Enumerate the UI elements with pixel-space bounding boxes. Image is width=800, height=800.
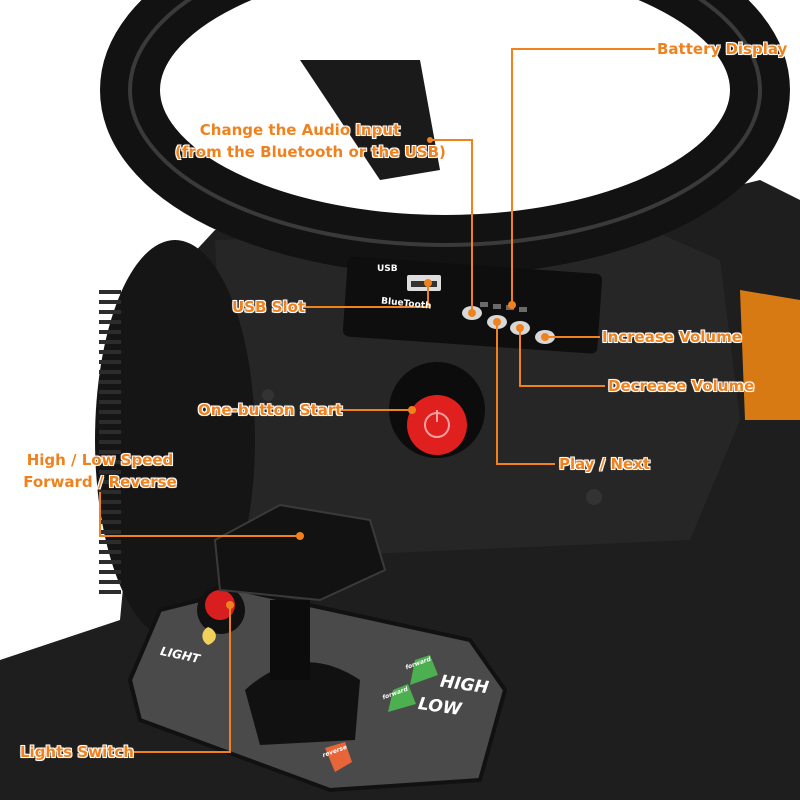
forward-high-arrow — [410, 655, 438, 685]
usb-label: USB — [377, 264, 398, 274]
callout-increase-volume: Increase Volume — [602, 328, 742, 346]
callout-audio-input: Change the Audio Input (from the Bluetoo… — [175, 119, 446, 163]
callout-speed-line2: Forward / Reverse — [23, 473, 177, 491]
shift-lever[interactable] — [213, 503, 387, 602]
callout-lights-switch: Lights Switch — [20, 743, 134, 761]
steering-wheel — [100, 0, 790, 275]
forward-low-arrow — [388, 684, 416, 712]
callout-dots — [226, 137, 549, 609]
callout-play-next: Play / Next — [559, 455, 651, 473]
callout-speed-line1: High / Low Speed — [26, 451, 174, 469]
lights-switch[interactable] — [205, 590, 235, 620]
callout-audio-input-line2: (from the Bluetooth or the USB) — [175, 143, 446, 161]
start-button[interactable] — [407, 395, 467, 455]
callout-speed: High / Low Speed Forward / Reverse — [20, 449, 180, 493]
callout-one-button-start: One-button Start — [198, 401, 343, 419]
callout-audio-input-line1: Change the Audio Input — [199, 121, 401, 139]
callout-lines — [99, 48, 655, 753]
reverse-arrow — [325, 742, 352, 772]
light-icon — [202, 627, 216, 645]
callout-usb-slot: USB Slot — [232, 298, 306, 316]
callout-decrease-volume: Decrease Volume — [608, 377, 755, 395]
callout-battery-display: Battery Display — [657, 40, 788, 58]
